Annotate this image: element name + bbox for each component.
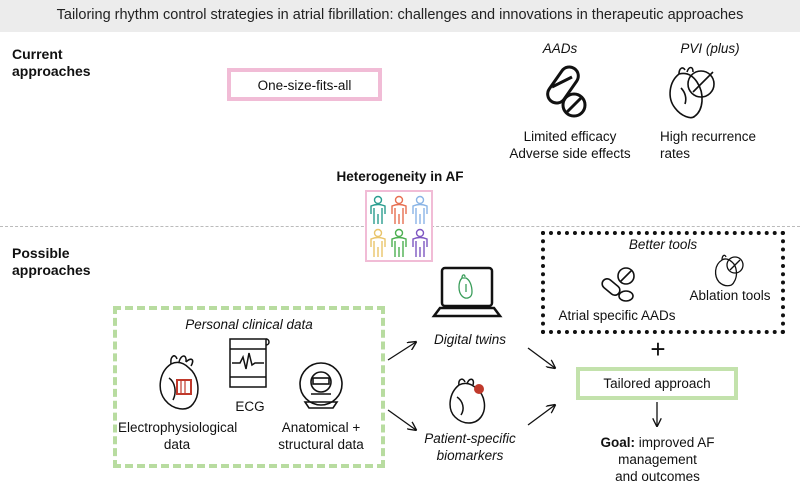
tailored-approach-box [576,367,738,400]
heart-icon [159,355,199,410]
ecg-icon [229,338,270,388]
pvi-desc: High recurrence rates [660,128,780,162]
anat-line2: structural data [278,437,364,452]
arrow-biomarkers-to-tailored [527,405,555,426]
aads-line1: Limited efficacy [523,129,617,144]
goal-line1-text: improved AF [634,435,715,450]
figure-title: Tailoring rhythm control strategies in a… [56,7,744,23]
anat-line1: Anatomical + [281,420,361,435]
patient-figure [370,228,386,257]
biomarkers-label: Patient-specific biomarkers [410,430,530,464]
aads-line2: Adverse side effects [509,146,631,161]
mri-scanner-icon [299,362,343,409]
pvi-title: PVI (plus) [680,41,740,56]
laptop-icon [431,266,503,318]
goal-bold: Goal: [600,435,635,450]
digital-twins-label: Digital twins [433,332,507,347]
small-pills-icon [601,267,635,302]
possible-approaches-label: Possible approaches [12,245,91,279]
ep-line2: data [163,437,191,452]
personal-data-box [113,306,385,468]
possible-label-line2: approaches [12,262,91,278]
heterogeneity-label: Heterogeneity in AF [336,169,464,184]
anatomical-data-label: Anatomical + structural data [262,419,380,453]
tailored-approach-label: Tailored approach [603,376,711,391]
ep-line1: Electrophysiological [118,420,238,435]
better-tools-title: Better tools [628,237,698,252]
patient-figure [391,195,407,224]
current-label-line1: Current [12,46,63,62]
patient-figure [370,195,386,224]
arrow-personal-to-twins [387,342,416,361]
aads-title: AADs [542,41,578,56]
plus-sign: + [650,334,666,364]
goal-text: Goal: improved AF management and outcome… [575,434,740,485]
better-tools-box [541,231,785,334]
small-ablation-heart-icon [714,254,744,287]
pvi-line1: High recurrence [660,129,757,144]
pvi-line2: rates [660,146,691,161]
ep-data-label: Electrophysiological data [118,419,238,453]
goal-line3: and outcomes [615,469,700,484]
patients-group-icon [365,190,433,262]
patient-figure [391,228,407,257]
pill-capsule-icon [546,65,587,118]
heart-ablation-icon [669,66,715,119]
patient-figure [412,228,428,257]
biomarkers-line1: Patient-specific [424,431,516,446]
goal-line2: management [618,452,697,467]
patient-figure [412,195,428,224]
current-approaches-label: Current approaches [12,46,91,80]
title-bar [0,0,800,32]
one-size-label: One-size-fits-all [257,78,352,93]
goal-line1: Goal: improved AF [575,434,740,451]
biomarkers-line2: biomarkers [436,448,504,463]
ecg-label: ECG [235,399,265,414]
aads-desc: Limited efficacy Adverse side effects [495,128,645,162]
personal-data-title: Personal clinical data [185,317,313,332]
atrial-aads-label: Atrial specific AADs [558,308,676,323]
possible-label-line1: Possible [12,245,70,261]
biomarker-heart-icon [449,378,486,424]
one-size-box [227,68,382,101]
current-label-line2: approaches [12,63,91,79]
arrow-twins-to-tailored [527,347,555,368]
arrow-personal-to-biomarkers [387,409,416,430]
ablation-tools-label: Ablation tools [689,288,771,303]
